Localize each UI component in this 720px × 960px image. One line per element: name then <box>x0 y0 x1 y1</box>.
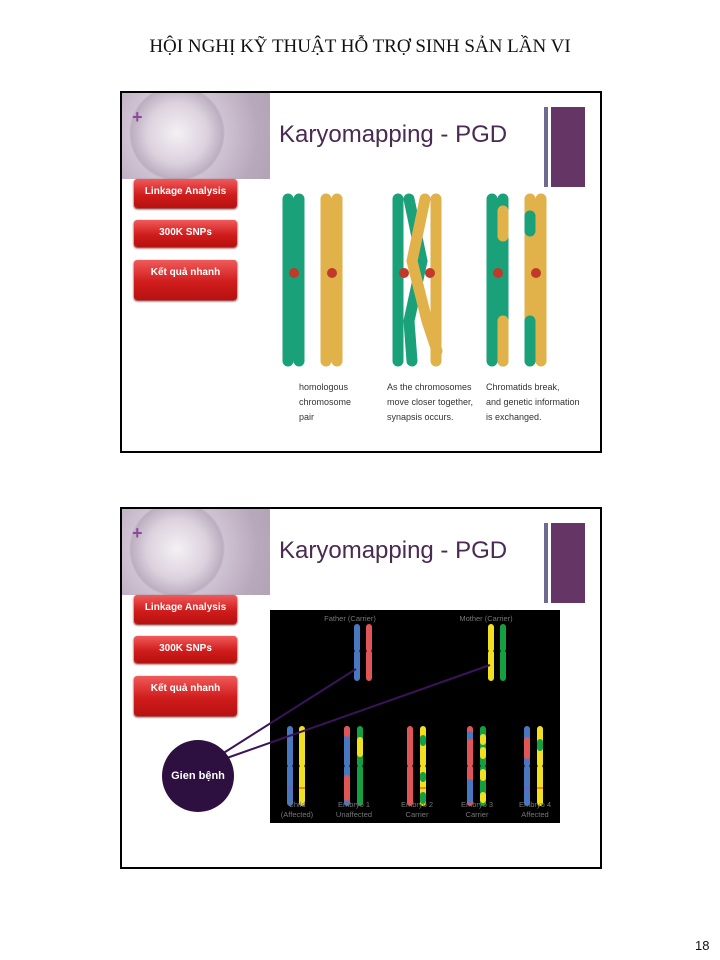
karyomap-chromosomes <box>287 624 543 806</box>
gien-benh-callout: Gien bệnh <box>162 740 234 812</box>
slide-title: Karyomapping - PGD <box>279 121 508 148</box>
document-header: HỘI NGHỊ KỸ THUẬT HỖ TRỢ SINH SẢN LẦN VI <box>149 36 571 57</box>
accent-bar-thin <box>544 107 548 187</box>
plus-icon: + <box>132 107 143 127</box>
plus-icon: + <box>132 523 143 543</box>
ket-qua-nhanh-button[interactable]: Kết quả nhanh <box>134 676 237 716</box>
child-label: Child(Affected) <box>280 800 314 819</box>
linkage-analysis-button[interactable]: Linkage Analysis <box>134 179 237 208</box>
accent-bar-wide <box>551 523 585 603</box>
accent-bar-thin <box>544 523 548 603</box>
linkage-analysis-button[interactable]: Linkage Analysis <box>134 595 237 624</box>
embryo-image: + <box>122 509 270 595</box>
page-number: 18 <box>695 938 710 953</box>
snps-button[interactable]: 300K SNPs <box>134 220 237 247</box>
father-label: Father (Carrier) <box>324 614 376 623</box>
crossing-over-diagram <box>282 193 547 367</box>
accent-bar-wide <box>551 107 585 187</box>
snps-button[interactable]: 300K SNPs <box>134 636 237 663</box>
karyomap-panel: Father (Carrier) Mother (Carrier) Child(… <box>270 610 560 823</box>
embryo-image: + <box>122 93 270 179</box>
mother-label: Mother (Carrier) <box>459 614 513 623</box>
slide-1: + Karyomapping - PGD Linkage Analysis 30… <box>120 91 602 453</box>
slide-title: Karyomapping - PGD <box>279 537 508 564</box>
callout-arrows <box>221 664 491 760</box>
caption-exchange: Chromatids break,and genetic information… <box>486 382 580 422</box>
slide-2: + Karyomapping - PGD Linkage Analysis 30… <box>120 507 602 869</box>
ket-qua-nhanh-button[interactable]: Kết quả nhanh <box>134 260 237 300</box>
